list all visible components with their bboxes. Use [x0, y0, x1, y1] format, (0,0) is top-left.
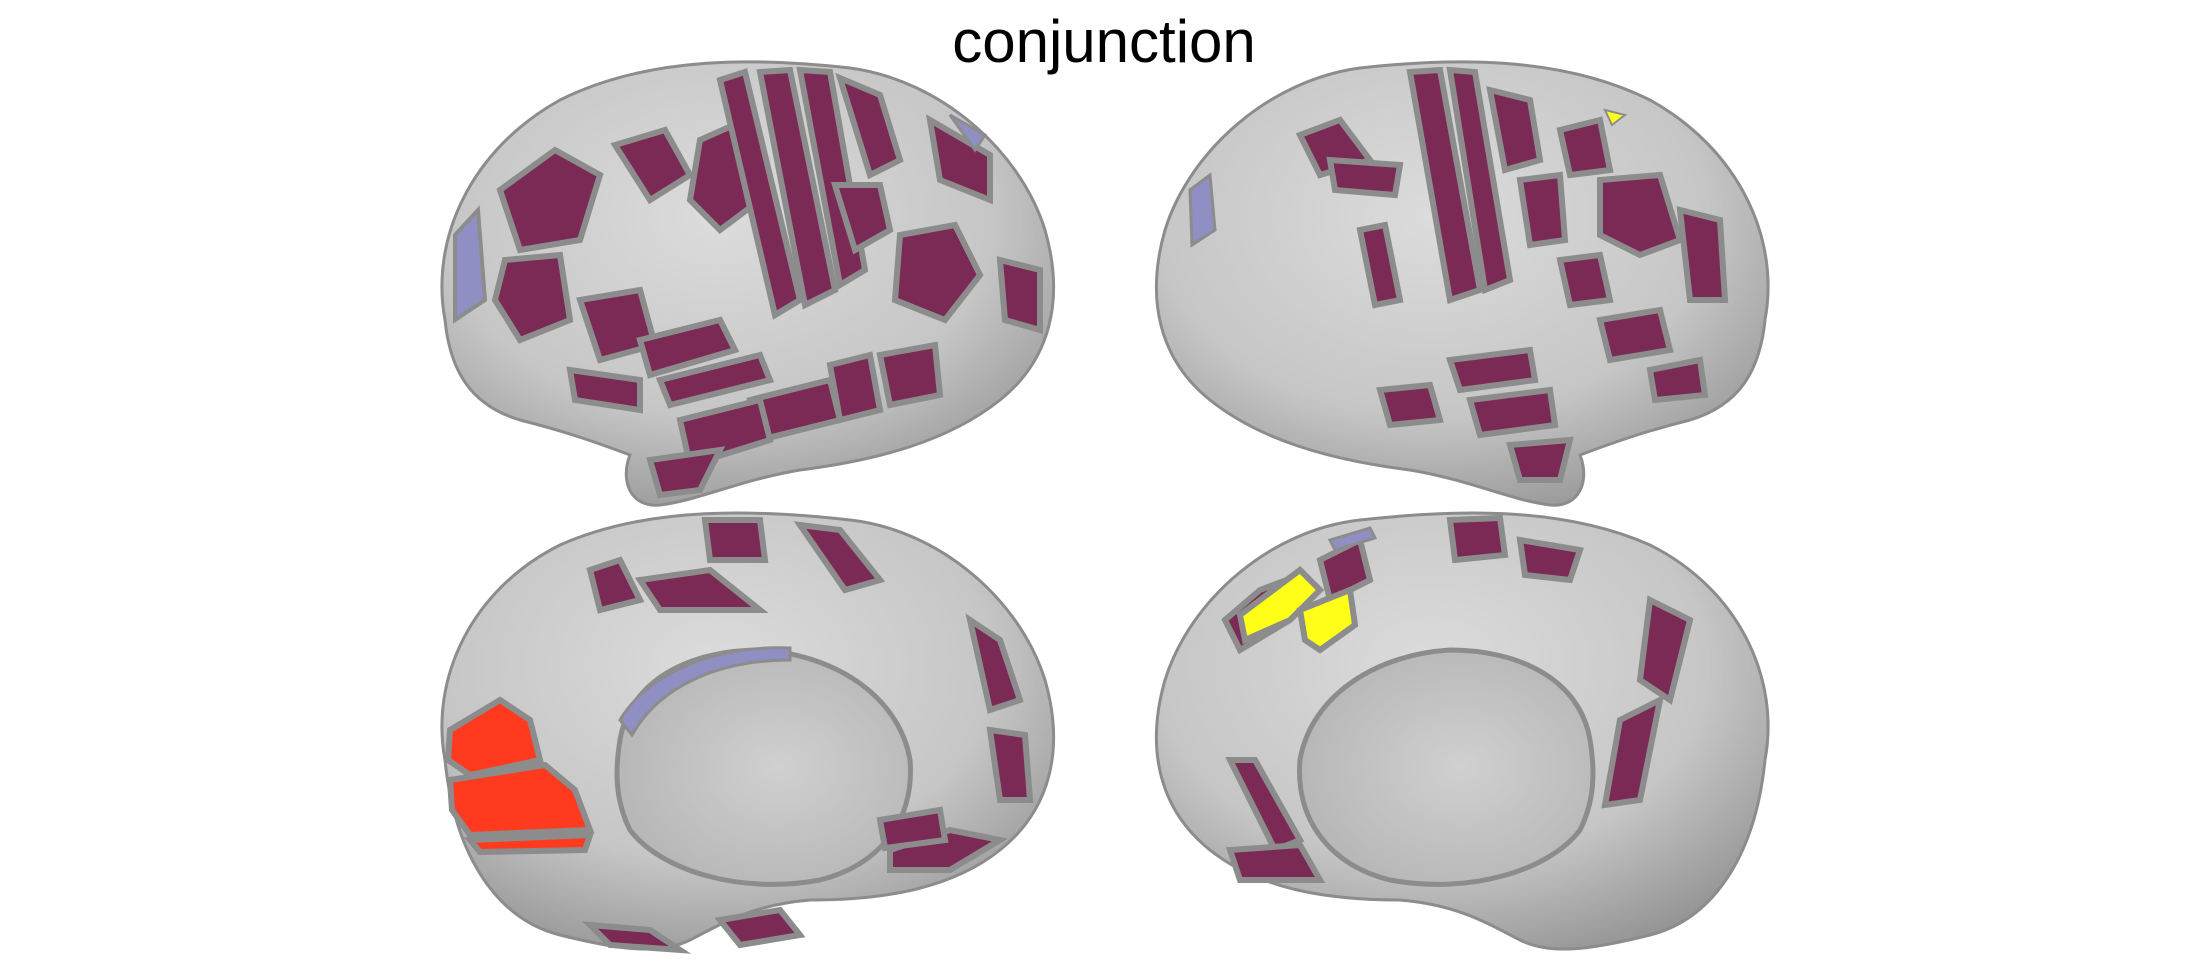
parcel: [996, 256, 1043, 334]
parcel-yellow: [1603, 108, 1628, 127]
parcel: [835, 72, 904, 180]
parcel: [876, 806, 949, 852]
parcel: [701, 517, 769, 563]
parcel: [714, 906, 806, 949]
parcel: [610, 126, 695, 205]
parcel-red: [463, 831, 595, 856]
parcel-lavender: [453, 205, 488, 324]
parcel-lavender: [948, 113, 988, 153]
parcel: [491, 251, 574, 344]
parcel: [582, 921, 692, 954]
parcel: [1356, 221, 1404, 309]
parcel: [634, 566, 769, 613]
medial-wall: [1297, 647, 1596, 887]
parcel: [1516, 536, 1584, 584]
parcel: [1676, 206, 1729, 303]
parcel: [1406, 66, 1484, 304]
right-medial-view: [1154, 511, 1770, 951]
parcel: [1446, 66, 1514, 295]
parcel-lavender: [1327, 526, 1378, 552]
parcel-lavender-cingulate: [618, 646, 792, 738]
parcel: [876, 341, 944, 409]
parcel: [566, 366, 643, 414]
parcel: [965, 613, 1024, 714]
parcel-red: [444, 696, 544, 779]
parcel: [1556, 116, 1614, 179]
parcel: [1516, 171, 1569, 249]
parcel: [1486, 85, 1544, 174]
parcel: [716, 68, 804, 320]
parcel: [1376, 381, 1444, 429]
parcel: [646, 446, 726, 499]
parcel: [1466, 386, 1559, 439]
left-medial-view: [440, 511, 1056, 954]
parcel: [496, 146, 604, 254]
parcel-yellow: [1296, 585, 1359, 654]
parcel: [1326, 156, 1404, 199]
parcel: [1596, 306, 1674, 364]
parcel: [986, 726, 1034, 803]
left-lateral-view: [440, 60, 1056, 507]
parcel: [1445, 346, 1539, 394]
parcel: [830, 182, 894, 255]
parcel: [655, 351, 775, 409]
parcel: [793, 521, 886, 594]
parcel-red: [446, 761, 595, 839]
parcel: [1597, 171, 1684, 259]
parcel: [676, 396, 774, 469]
figure-title: conjunction: [952, 8, 1256, 75]
right-lateral-view: [1154, 60, 1770, 507]
parcel: [1446, 514, 1509, 564]
parcel: [1601, 694, 1665, 809]
parcel-lavender: [1188, 172, 1217, 248]
parcel: [1506, 436, 1574, 483]
parcel: [586, 556, 645, 614]
parcel: [1225, 841, 1326, 883]
parcel: [1225, 757, 1305, 854]
parcel: [636, 316, 740, 379]
parcel: [1556, 251, 1614, 309]
parcel: [891, 221, 984, 324]
parcel: [1636, 595, 1694, 705]
parcel: [756, 66, 839, 310]
parcel: [1646, 356, 1709, 404]
